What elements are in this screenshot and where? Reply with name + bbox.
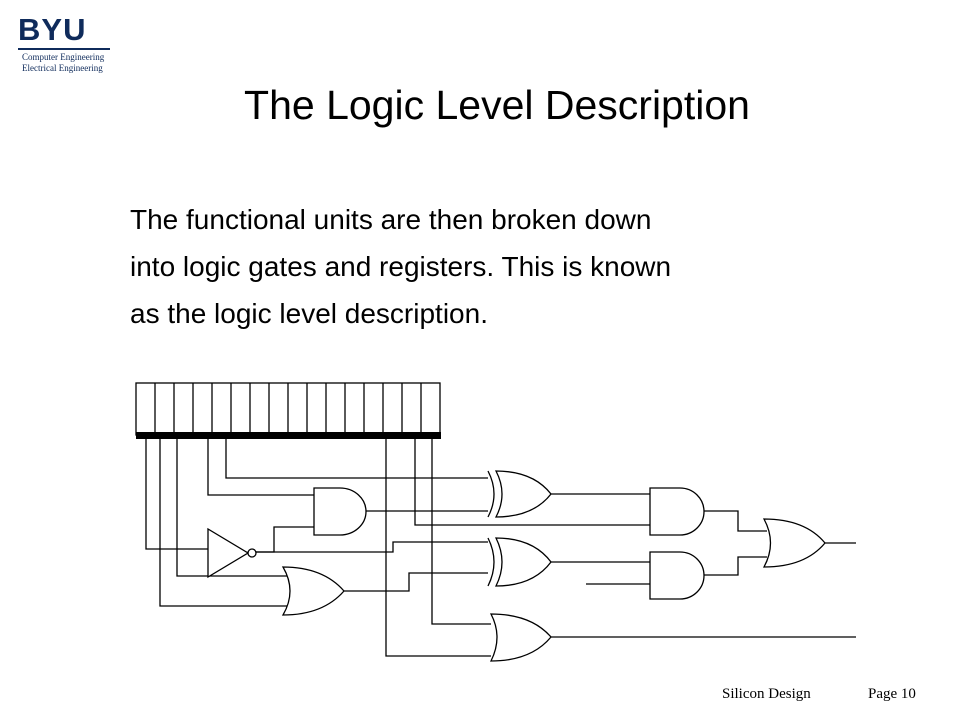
- logo-dept-line-2: Electrical Engineering: [22, 63, 103, 73]
- footer-course-title: Silicon Design: [722, 686, 811, 702]
- logo-dept-line-1: Computer Engineering: [22, 52, 105, 62]
- wire-reg-to-xor1-a: [225, 439, 488, 479]
- body-line-2: into logic gates and registers. This is …: [130, 251, 672, 282]
- wire-not-to-and1: [256, 526, 314, 553]
- register: [135, 382, 441, 439]
- logo-divider: [18, 48, 110, 50]
- byu-logo: BYU Computer Engineering Electrical Engi…: [18, 14, 128, 76]
- wire-reg-to-or3-a: [431, 439, 491, 625]
- wires: [145, 439, 856, 657]
- wire-and2-to-or4: [703, 510, 767, 532]
- byu-logo-mark: BYU: [18, 12, 87, 47]
- wire-not-to-xor2: [256, 541, 488, 553]
- or-gate-3: [489, 613, 552, 662]
- wire-reg-to-and2: [414, 439, 650, 526]
- register-bus-bar: [136, 432, 441, 439]
- and-gate-2: [649, 487, 705, 536]
- and-gate-1: [313, 487, 367, 536]
- body-line-3: as the logic level description.: [130, 298, 488, 329]
- wire-reg-to-or3-b: [385, 439, 491, 657]
- wire-and3-to-or4: [703, 556, 767, 576]
- slide-title: The Logic Level Description: [244, 82, 750, 128]
- xor-gate-1: [487, 470, 552, 518]
- or-gate-1: [281, 566, 345, 616]
- register-bit-dividers: [154, 383, 422, 435]
- wire-reg-to-and1-a: [207, 439, 314, 496]
- xor-gate-2: [487, 537, 552, 587]
- wire-reg-to-or1-a: [176, 439, 291, 577]
- not-gate-body: [207, 527, 250, 579]
- footer-page-number: Page 10: [868, 686, 916, 702]
- wire-reg-to-not: [145, 439, 208, 550]
- and-gate-3: [649, 551, 705, 600]
- not-gate: [207, 527, 257, 579]
- wire-or1-to-xor2: [344, 572, 488, 592]
- body-text: The functional units are then broken dow…: [130, 196, 870, 337]
- or-gate-4: [762, 518, 826, 568]
- not-gate-bubble: [247, 548, 257, 558]
- body-line-1: The functional units are then broken dow…: [130, 204, 652, 235]
- wire-reg-to-or1-b: [159, 439, 291, 607]
